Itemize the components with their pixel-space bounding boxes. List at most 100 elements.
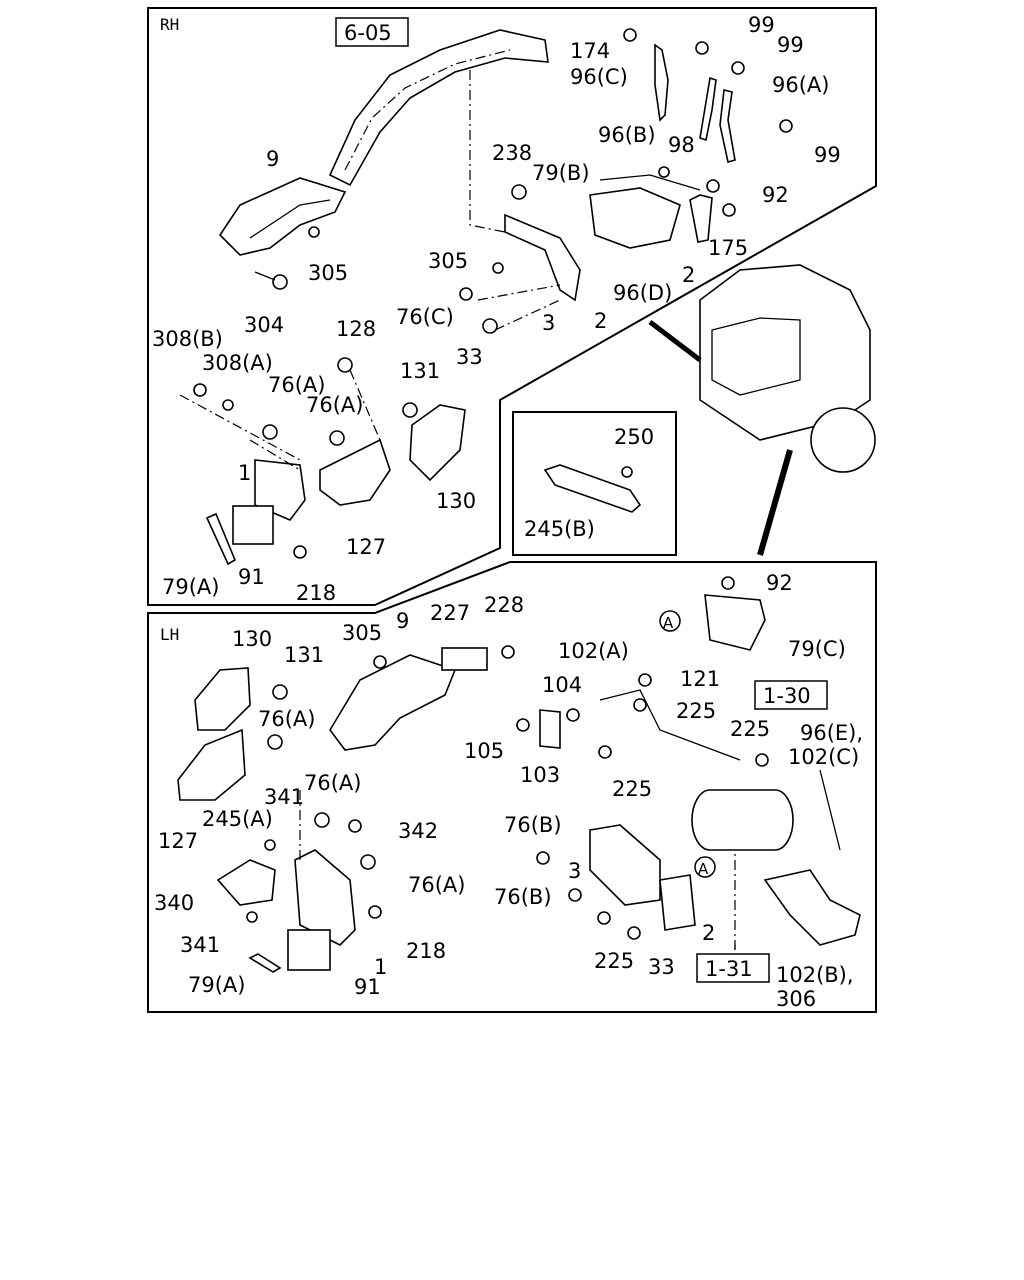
callout-rh-308b: 308(B): [152, 327, 223, 351]
callout-lh-130: 130: [232, 627, 272, 651]
callout-rh-99c: 99: [814, 143, 841, 167]
bracket-2: [504, 213, 581, 302]
mudguard-130: [409, 404, 466, 482]
callout-lh-342: 342: [398, 819, 438, 843]
callout-lh-121: 121: [680, 667, 720, 691]
marker-a-top-label: A: [663, 614, 674, 632]
callout-lh-218: 218: [406, 939, 446, 963]
callout-lh-225b: 225: [730, 717, 770, 741]
callout-lh-131: 131: [284, 643, 324, 667]
callout-lh-341a: 341: [264, 785, 304, 809]
callout-lh-102b: 102(B),: [776, 963, 854, 987]
plate-91: [232, 505, 274, 545]
ref-1-31: 1-31: [705, 957, 753, 981]
callout-rh-92: 92: [762, 183, 789, 207]
callout-rh-250: 250: [614, 425, 654, 449]
mudguard-127: [319, 438, 391, 506]
lh-step-9: [329, 654, 457, 751]
callout-rh-96d: 96(D): [613, 281, 672, 305]
callout-lh-340: 340: [154, 891, 194, 915]
callout-rh-99b: 99: [777, 33, 804, 57]
lh-parts: [177, 576, 861, 973]
callout-rh-76a2: 76(A): [306, 393, 363, 417]
callout-rh-96b: 96(B): [598, 123, 656, 147]
callout-rh-91: 91: [238, 565, 265, 589]
marker-a-bottom-label: A: [698, 860, 709, 878]
callout-rh-99a: 99: [748, 13, 775, 37]
callout-rh-305b: 305: [308, 261, 348, 285]
callout-rh-174: 174: [570, 39, 610, 63]
callout-lh-91: 91: [354, 975, 381, 999]
callout-lh-76a3: 76(A): [408, 873, 465, 897]
callout-rh-96a: 96(A): [772, 73, 829, 97]
mudguard-1: [254, 459, 306, 521]
callout-rh-238: 238: [492, 141, 532, 165]
callout-rh-79a: 79(A): [162, 575, 219, 599]
callout-rh-130: 130: [436, 489, 476, 513]
callout-rh-76c: 76(C): [396, 305, 454, 329]
ref-1-30: 1-30: [763, 684, 811, 708]
callout-lh-33: 33: [648, 955, 675, 979]
lh-frame: [147, 561, 877, 1013]
section-label-rh: RH: [160, 15, 179, 34]
callout-lh-9: 9: [396, 609, 409, 633]
callout-lh-305: 305: [342, 621, 382, 645]
lh-mudguard-130: [194, 667, 251, 731]
marker-a-bottom: [694, 856, 716, 878]
callout-rh-2a: 2: [682, 263, 695, 287]
ref-box-6-05: [335, 17, 409, 47]
callout-lh-225c: 225: [612, 777, 652, 801]
callout-rh-127: 127: [346, 535, 386, 559]
callout-rh-76a1: 76(A): [268, 373, 325, 397]
callout-lh-103: 103: [520, 763, 560, 787]
callout-lh-102a: 102(A): [558, 639, 629, 663]
callout-rh-1: 1: [238, 461, 251, 485]
front-trim: [328, 29, 549, 187]
callout-rh-9: 9: [266, 147, 279, 171]
callout-rh-308a: 308(A): [202, 351, 273, 375]
callout-lh-102c: 102(C): [788, 745, 859, 769]
lh-plate-227: [441, 647, 488, 671]
callout-rh-128: 128: [336, 317, 376, 341]
rh-frame: [147, 7, 877, 606]
callout-rh-305a: 305: [428, 249, 468, 273]
bracket-245b: [543, 464, 642, 513]
callout-lh-227: 227: [430, 601, 470, 625]
callout-lh-79a: 79(A): [188, 973, 245, 997]
callout-rh-218: 218: [296, 581, 336, 605]
marker-a-top: [659, 610, 681, 632]
bracket-96d: [589, 187, 681, 249]
callout-rh-33: 33: [456, 345, 483, 369]
ref-box-1-31: [696, 953, 770, 983]
callout-rh-304: 304: [244, 313, 284, 337]
callout-rh-245b: 245(B): [524, 517, 595, 541]
callout-lh-245a: 245(A): [202, 807, 273, 831]
lh-bracket-79c: [704, 594, 766, 651]
callout-rh-3: 3: [542, 311, 555, 335]
callout-lh-1: 1: [374, 955, 387, 979]
lh-mudguard-1: [294, 849, 356, 946]
callout-lh-105: 105: [464, 739, 504, 763]
callout-lh-104: 104: [542, 673, 582, 697]
section-label-lh: LH: [160, 625, 179, 644]
callout-lh-96e: 96(E),: [800, 721, 863, 745]
lh-mudguard-127: [177, 728, 246, 801]
callout-rh-79b: 79(B): [532, 161, 590, 185]
callout-lh-79c: 79(C): [788, 637, 846, 661]
lh-tank: [691, 789, 794, 851]
callout-lh-3: 3: [568, 859, 581, 883]
rh-parts: [179, 28, 876, 566]
ref-box-1-30: [754, 680, 828, 710]
callout-rh-175: 175: [708, 236, 748, 260]
callout-lh-306: 306: [776, 987, 816, 1011]
callout-rh-98: 98: [668, 133, 695, 157]
callout-lh-341b: 341: [180, 933, 220, 957]
inset-frame: [512, 411, 677, 556]
callout-lh-92: 92: [766, 571, 793, 595]
callout-lh-2: 2: [702, 921, 715, 945]
callout-lh-225d: 225: [594, 949, 634, 973]
callout-lh-76b2: 76(B): [494, 885, 552, 909]
callout-lh-76a2: 76(A): [304, 771, 361, 795]
